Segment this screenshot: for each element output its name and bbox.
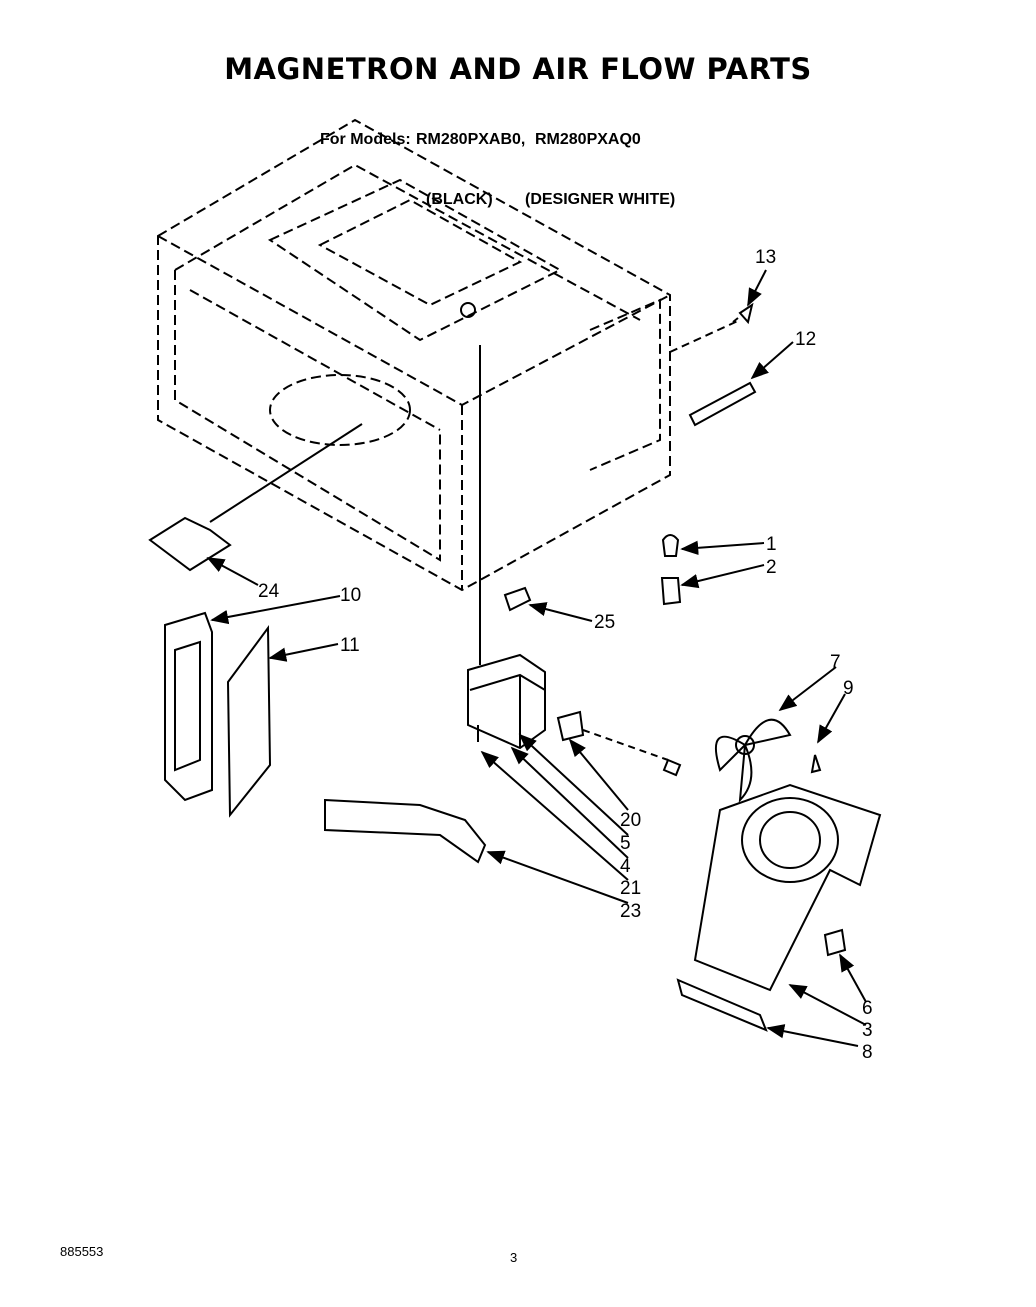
air-duct-10-part (164, 611, 213, 802)
fan-blade-part (715, 718, 792, 803)
model-color-1: (BLACK) (426, 191, 493, 208)
block-25-part (503, 586, 532, 612)
page-number: 3 (510, 1250, 518, 1265)
callout-20: 20 (620, 810, 641, 831)
waveguide-hole (460, 302, 476, 318)
cutout-guide-line (582, 729, 669, 761)
document-number: 885553 (60, 1244, 104, 1259)
model-number-1: RM280PXAB0, (416, 131, 526, 148)
fan-shroud-ring (741, 797, 839, 883)
model-number-2: RM280PXAQ0 (535, 131, 641, 148)
callout-5: 5 (620, 833, 631, 854)
gasket-guide-line (209, 423, 363, 523)
model-color-2: (DESIGNER WHITE) (525, 191, 676, 208)
air-duct-10-window (174, 640, 201, 772)
model-info: For Models: RM280PXAB0, RM280PXAQ0 (BLAC… (320, 90, 675, 250)
thermal-cutout-part (556, 710, 585, 742)
callout-21: 21 (620, 878, 641, 899)
callout-9: 9 (843, 678, 854, 699)
callout-6: 6 (862, 998, 873, 1019)
magnetron-part (467, 653, 546, 750)
oven-cavity (157, 118, 671, 592)
callout-11: 11 (340, 635, 360, 656)
screw-9-part (810, 754, 822, 774)
screw-13-part (732, 302, 754, 325)
screw-20-part (662, 758, 682, 777)
foam-strip-12-part (688, 381, 757, 427)
callout-3: 3 (862, 1020, 873, 1041)
gasket-part (148, 516, 232, 572)
callout-25: 25 (594, 612, 615, 633)
callout-4: 4 (620, 856, 631, 877)
lamp-socket-part (660, 577, 682, 606)
bracket-23-part (324, 798, 487, 864)
fan-motor-6-part (823, 928, 847, 957)
panel-11-part (226, 625, 272, 818)
callout-7: 7 (830, 652, 841, 673)
fan-shroud-part (693, 783, 882, 992)
callout-13: 13 (755, 247, 776, 268)
lamp-part (661, 534, 680, 557)
foam-strip-8-part (676, 978, 768, 1032)
callout-23: 23 (620, 901, 641, 922)
fan-shroud-inner (759, 811, 821, 869)
callout-1: 1 (766, 534, 777, 555)
callout-8: 8 (862, 1042, 873, 1063)
callout-2: 2 (766, 557, 777, 578)
callout-12: 12 (795, 329, 816, 350)
screw-guide-line (669, 319, 741, 353)
models-prefix: For Models: (320, 131, 411, 148)
callout-24: 24 (258, 581, 280, 602)
page-title: MAGNETRON AND AIR FLOW PARTS (224, 52, 812, 86)
callout-10: 10 (340, 585, 361, 606)
